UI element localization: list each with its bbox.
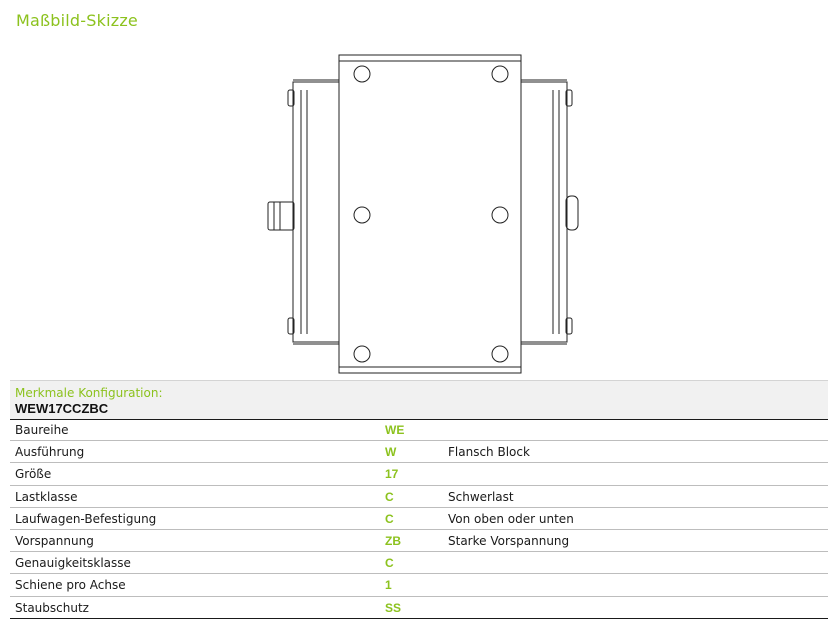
table-row: Baureihe WE (10, 419, 828, 442)
config-code: WEW17CCZBC (15, 401, 109, 416)
right-screw-top (565, 89, 573, 107)
row-desc: Starke Vorspannung (448, 533, 570, 548)
table-row: Größe 17 (10, 463, 828, 486)
hole-top-left (353, 65, 371, 83)
row-code: WE (385, 423, 405, 437)
row-name: Vorspannung (15, 533, 94, 548)
table-row: Laufwagen-Befestigung C Von oben oder un… (10, 508, 828, 530)
right-seal (565, 195, 579, 231)
row-name: Staubschutz (15, 600, 89, 615)
row-name: Laufwagen-Befestigung (15, 511, 157, 526)
row-code: ZB (385, 533, 401, 548)
dimension-sketch (267, 54, 579, 374)
left-body (292, 81, 340, 343)
grease-nipple (267, 201, 295, 231)
row-code: SS (385, 600, 402, 615)
hole-mid-left (353, 206, 371, 224)
config-label: Merkmale Konfiguration: (15, 386, 163, 400)
table-row: Ausführung W Flansch Block (10, 441, 828, 464)
row-code: C (385, 489, 394, 504)
right-screw-bottom (565, 317, 573, 335)
row-name: Ausführung (15, 445, 85, 460)
page-title: Maßbild-Skizze (16, 11, 138, 30)
table-row: Staubschutz SS (10, 597, 828, 619)
left-screw-bottom (287, 317, 295, 335)
left-screw-top (287, 89, 295, 107)
row-code: 17 (385, 467, 399, 482)
row-code: W (385, 445, 397, 460)
row-desc: Von oben oder unten (448, 511, 574, 526)
table-row: Schiene pro Achse 1 (10, 574, 828, 597)
row-code: C (385, 511, 394, 526)
flange-plate (338, 54, 522, 374)
config-table: Baureihe WE Ausführung W Flansch Block G… (10, 419, 828, 619)
hole-bottom-left (353, 345, 371, 363)
row-code: 1 (385, 578, 392, 593)
row-desc: Flansch Block (448, 445, 530, 460)
row-code: C (385, 556, 394, 571)
row-name: Baureihe (15, 423, 69, 437)
row-name: Genauigkeitsklasse (15, 556, 131, 571)
table-row: Lastklasse C Schwerlast (10, 486, 828, 508)
row-desc: Schwerlast (448, 489, 514, 504)
table-row: Genauigkeitsklasse C (10, 552, 828, 575)
right-body (519, 81, 568, 343)
config-header: Merkmale Konfiguration: WEW17CCZBC (10, 380, 828, 420)
table-row: Vorspannung ZB Starke Vorspannung (10, 530, 828, 553)
hole-top-right (491, 65, 509, 83)
hole-bottom-right (491, 345, 509, 363)
row-name: Lastklasse (15, 489, 78, 504)
row-name: Schiene pro Achse (15, 578, 126, 593)
row-name: Größe (15, 467, 52, 482)
hole-mid-right (491, 206, 509, 224)
